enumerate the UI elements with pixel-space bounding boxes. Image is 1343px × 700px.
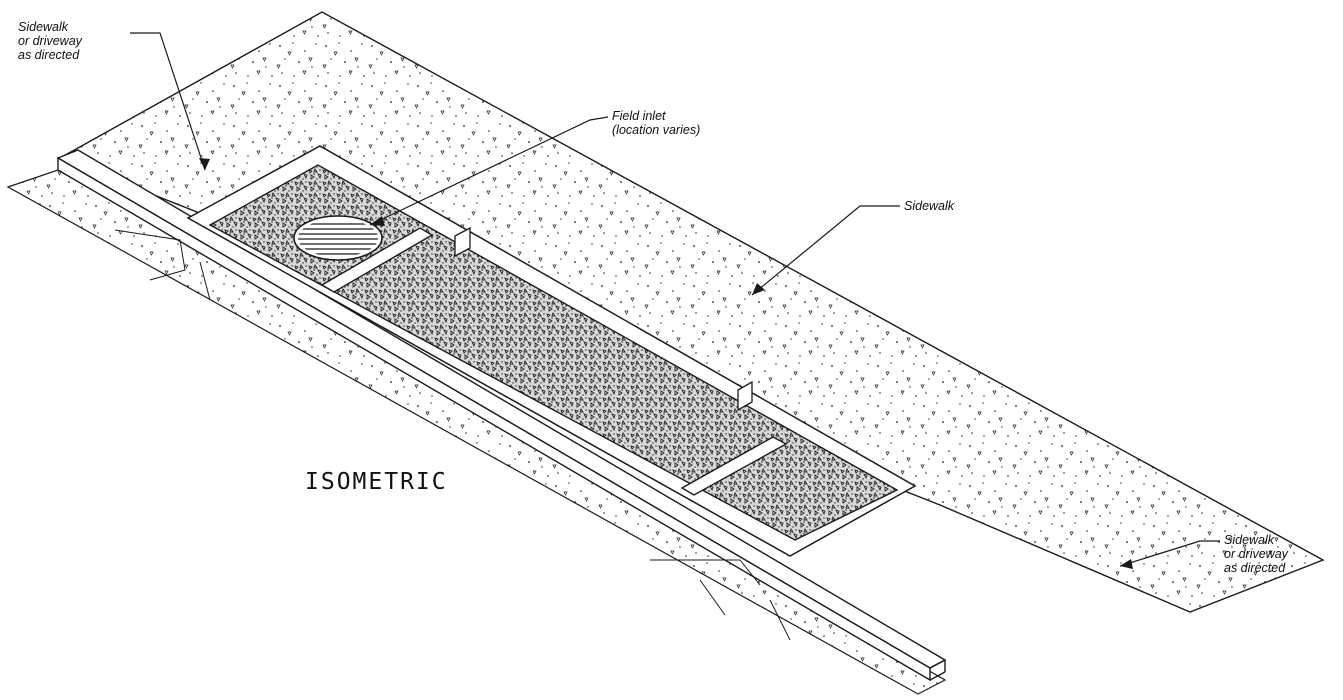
leader-sidewalk-top-left [130, 32, 206, 171]
callout-sidewalk-right: Sidewalk [904, 199, 954, 213]
callout-line: or driveway [1224, 547, 1288, 561]
callout-field-inlet: Field inlet (location varies) [612, 109, 700, 137]
road-side-strip [6, 169, 947, 695]
callout-line: or driveway [18, 34, 82, 48]
callout-line: Field inlet [612, 109, 666, 123]
leader-lines [130, 32, 1220, 567]
rim-notches [454, 226, 753, 412]
callout-line: as directed [18, 48, 80, 62]
callout-line: Sidewalk [1224, 533, 1275, 547]
leader-field-inlet [369, 116, 609, 226]
callout-sidewalk-bottom-right: Sidewalk or driveway as directed [1224, 533, 1288, 575]
callout-sidewalk-top-left: Sidewalk or driveway as directed [18, 20, 82, 62]
callout-line: (location varies) [612, 123, 701, 137]
callout-line: Sidewalk [904, 199, 955, 213]
view-title: ISOMETRIC [305, 469, 448, 495]
leader-sidewalk-right [751, 205, 900, 296]
leader-arrowheads [199, 158, 1133, 569]
inlet-cross-walls [320, 227, 788, 496]
callout-line: Sidewalk [18, 20, 69, 34]
field-inlet-grate [293, 215, 383, 261]
callout-line: as directed [1224, 561, 1286, 575]
leader-sidewalk-bottom-right [1119, 540, 1220, 567]
curb-transition-marks [114, 229, 791, 641]
